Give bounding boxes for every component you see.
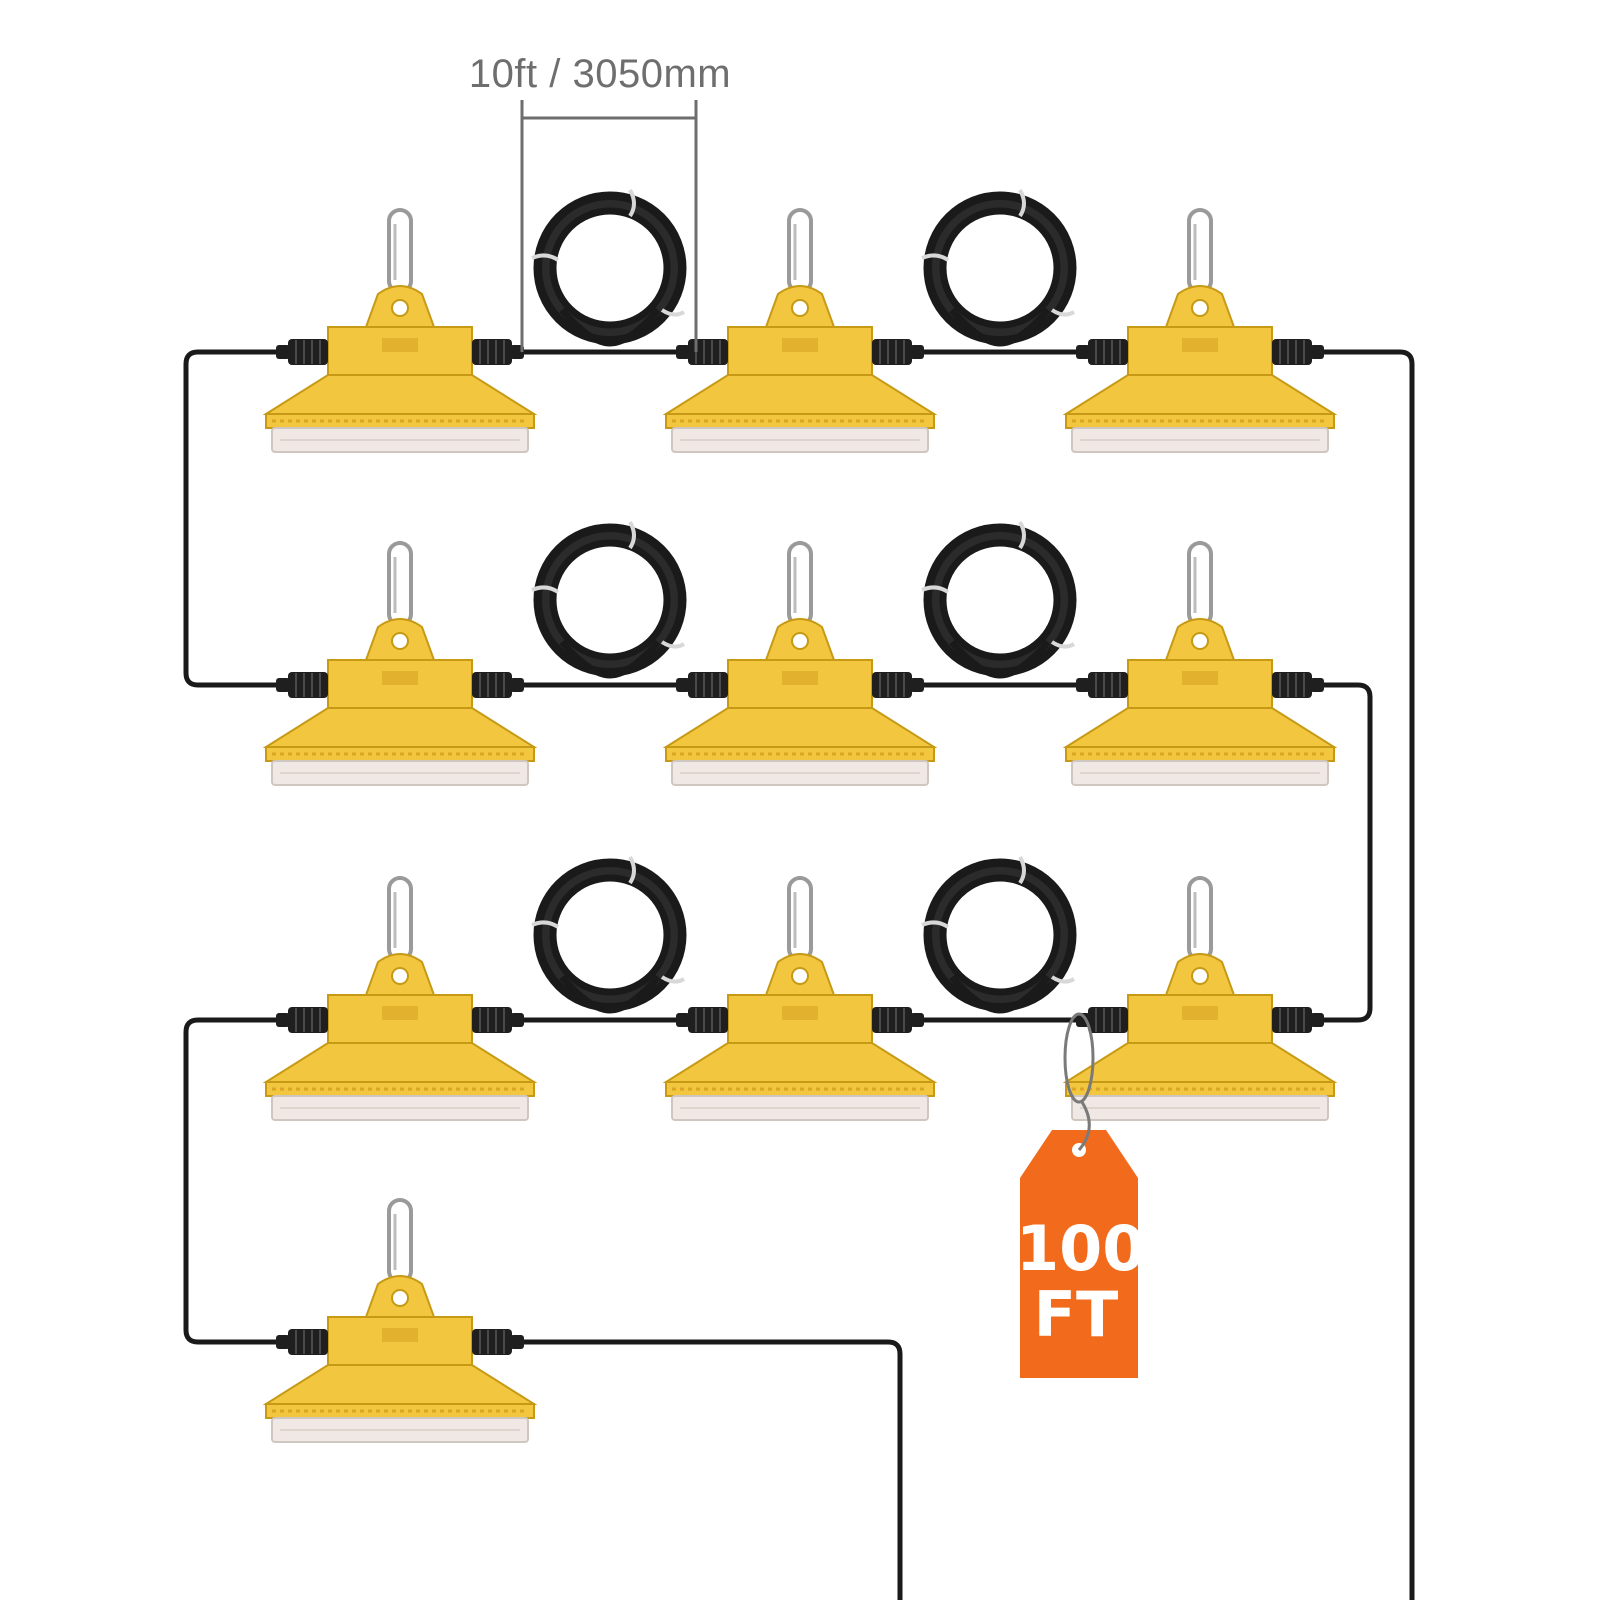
cable-length-label: 10ft / 3050mm <box>468 52 732 96</box>
tag-length-unit: FT <box>1033 1278 1119 1351</box>
work-light-icon <box>264 208 1336 1444</box>
dimension-bracket <box>520 100 698 352</box>
tag-length-number: 100 <box>1016 1212 1146 1285</box>
price-tag-icon <box>1020 1012 1138 1378</box>
power-cable <box>183 349 1415 1600</box>
